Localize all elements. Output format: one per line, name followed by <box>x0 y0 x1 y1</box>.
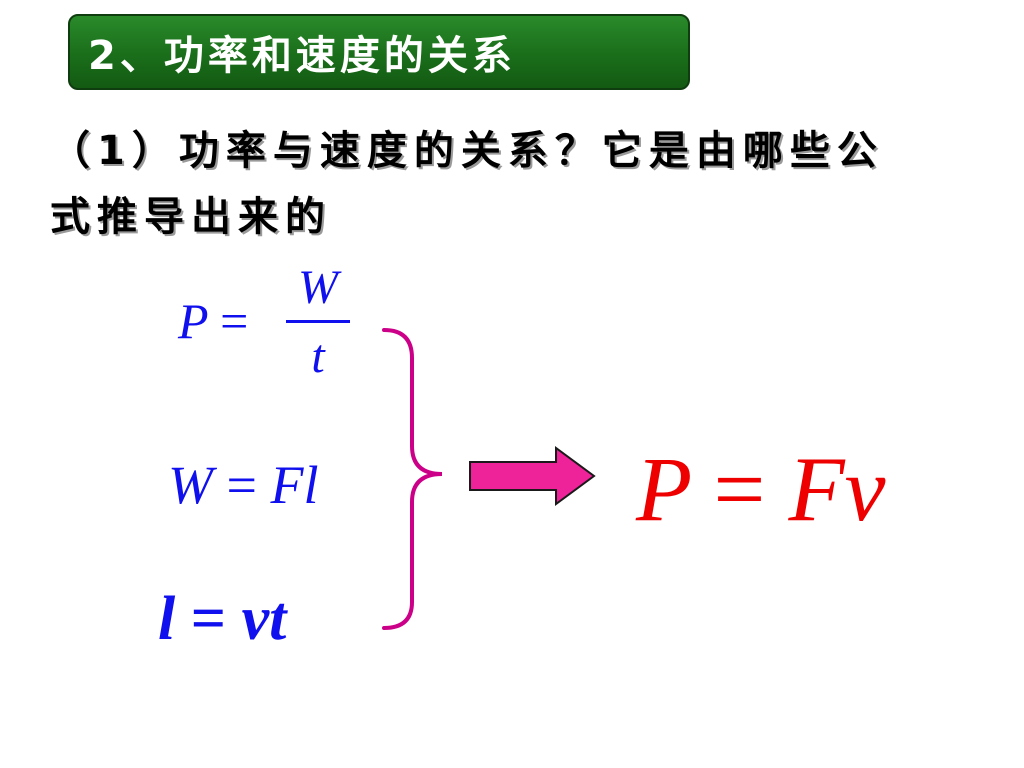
formula-distance-expression: vt <box>241 585 287 653</box>
formula-power-symbol: P <box>178 293 208 349</box>
question-line-2: 式推导出来的 <box>50 194 332 240</box>
result-power-symbol: P <box>636 438 691 540</box>
formula-power-definition: P = <box>178 292 248 350</box>
fraction-numerator: W <box>298 261 338 314</box>
question-line-1: （1）功率与速度的关系？它是由哪些公 <box>50 128 884 174</box>
slide-title: 2、功率和速度的关系 <box>88 33 516 79</box>
formula-fraction: W t <box>286 262 350 383</box>
title-banner: 2、功率和速度的关系 <box>68 14 690 90</box>
formula-distance: l = vt <box>158 584 286 655</box>
fraction-denominator: t <box>311 330 325 383</box>
formula-work-expression: Fl <box>270 455 319 515</box>
right-curly-brace-icon <box>382 328 443 630</box>
result-equals: = <box>713 438 766 540</box>
result-formula: P = Fv <box>636 436 885 542</box>
formula-work-symbol: W <box>168 455 213 515</box>
result-expression: Fv <box>788 438 886 540</box>
formula-equals: = <box>226 455 257 515</box>
formula-equals: = <box>220 293 249 349</box>
fraction-bar <box>286 320 350 323</box>
right-arrow-icon <box>469 446 596 506</box>
formula-distance-symbol: l <box>158 585 176 653</box>
formula-equals: = <box>190 585 227 653</box>
question-text: （1）功率与速度的关系？它是由哪些公 式推导出来的 <box>50 118 980 250</box>
formula-work: W = Fl <box>168 454 318 516</box>
